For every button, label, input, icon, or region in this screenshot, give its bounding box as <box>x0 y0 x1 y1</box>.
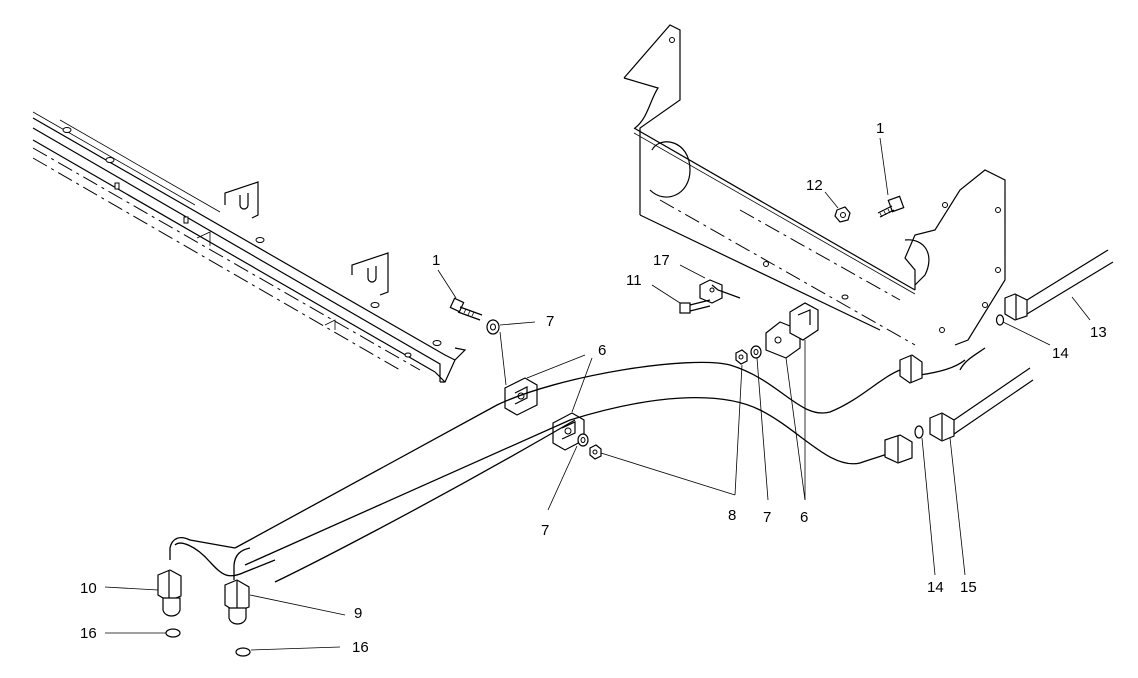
nut-8-lower <box>589 444 602 460</box>
oring-14-upper <box>995 314 1005 326</box>
leader-lines <box>104 137 1091 651</box>
callout-17: 17 <box>653 252 670 269</box>
callout-7-right: 7 <box>763 509 771 526</box>
callout-16-right: 16 <box>352 639 369 656</box>
oring-16-left <box>165 628 181 638</box>
tube-assembly <box>169 347 986 583</box>
oring-14-lower <box>914 425 924 439</box>
callout-9: 9 <box>354 605 362 622</box>
washer-small-plate <box>841 294 849 300</box>
fitting-13 <box>1004 249 1114 321</box>
callout-13: 13 <box>1090 324 1107 341</box>
callout-6-right: 6 <box>800 509 808 526</box>
nut-8-upper <box>735 349 748 365</box>
callout-11: 11 <box>626 272 642 289</box>
callout-12: 12 <box>806 177 823 194</box>
callout-15: 15 <box>960 579 977 596</box>
washer-7-upper <box>486 319 500 335</box>
callout-14-upper: 14 <box>1052 345 1069 362</box>
clamp-6-right-b <box>789 302 819 341</box>
callout-7-upper: 7 <box>546 313 554 330</box>
fitting-lower <box>884 434 913 464</box>
callout-labels: 1 1 12 17 11 7 6 7 8 7 6 13 14 14 15 10 … <box>80 120 1107 656</box>
oring-16-right <box>235 647 251 657</box>
fitting-upper <box>899 354 923 384</box>
clamp-6-left-upper <box>504 377 538 416</box>
rail-centre-lines <box>32 147 421 371</box>
callout-8: 8 <box>728 507 736 524</box>
fitting-10 <box>157 569 182 617</box>
fitting-15 <box>929 367 1034 442</box>
callout-14-lower: 14 <box>927 579 944 596</box>
nut-12 <box>834 206 851 223</box>
washer-7-right <box>750 345 762 359</box>
clip-17 <box>699 261 769 304</box>
callout-1-right: 1 <box>876 120 884 137</box>
bracket-plate <box>623 24 1006 346</box>
callout-16-left: 16 <box>80 625 97 642</box>
screw-11 <box>679 299 711 314</box>
callout-7-lower: 7 <box>541 522 549 539</box>
bolt-upper-right <box>877 195 905 218</box>
frame-rail <box>32 111 467 383</box>
washer-7-lower <box>577 433 589 447</box>
callout-1-left: 1 <box>432 252 440 269</box>
callout-6-left: 6 <box>598 342 606 359</box>
bolt-1-left <box>449 297 483 321</box>
fitting-9 <box>224 579 250 625</box>
callout-10: 10 <box>80 580 97 597</box>
